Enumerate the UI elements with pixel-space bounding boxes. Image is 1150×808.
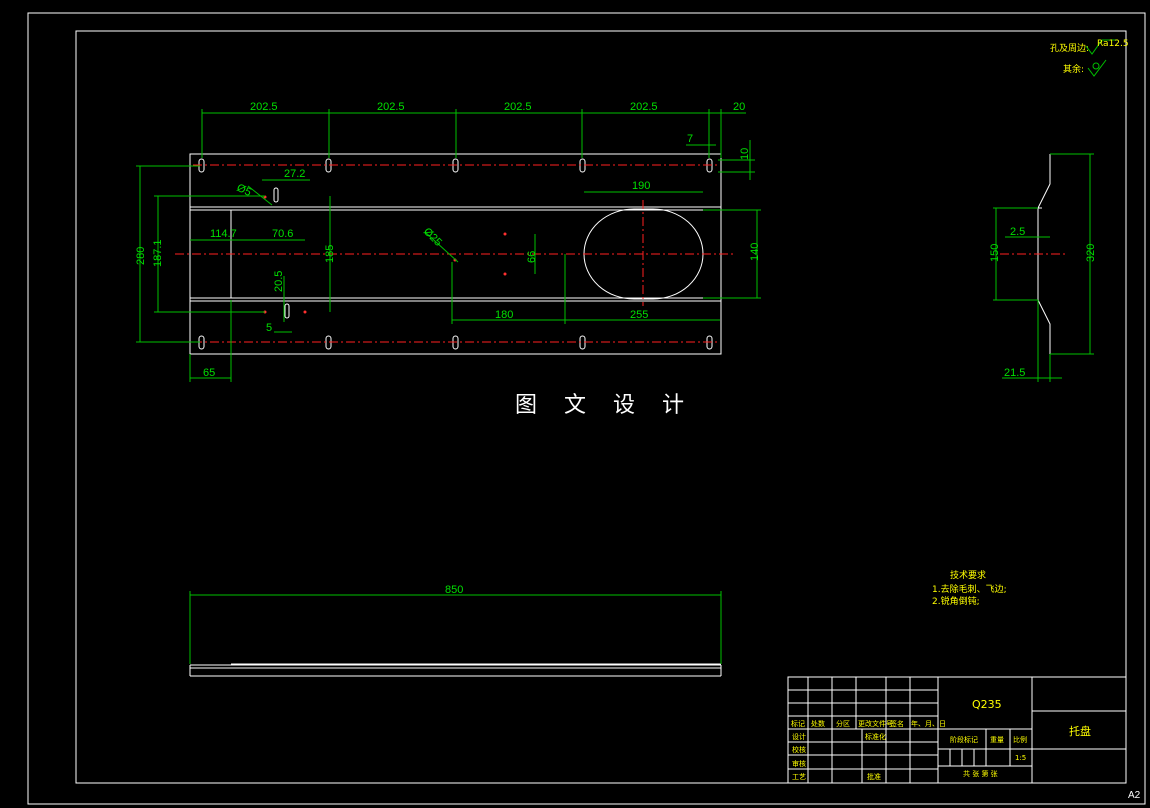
tb-scale: 1:5: [1015, 754, 1026, 762]
tb-sheet-label: 共 张 第 张: [963, 769, 998, 778]
title-block: 标记 处数 分区 更改文件号 签名 年、月、日 设计 校核 审核 工艺 标准化 …: [787, 676, 1127, 784]
sheet-size-label: A2: [1128, 790, 1141, 801]
tb-row-check: 校核: [792, 745, 806, 754]
tb-part-name: 托盘: [1069, 724, 1091, 738]
dim-offset-255: 255: [630, 309, 648, 321]
dim-hole-spacing: 27.2: [284, 168, 305, 180]
dim-overall-width: 280: [135, 247, 147, 265]
dim-big-hole-dia: Ø25: [421, 226, 444, 249]
tb-stage-label: 阶段标记: [950, 735, 978, 744]
tech-item-2: 2.锐角倒钝;: [932, 595, 980, 607]
tech-item-1: 1.去除毛刺、飞边;: [932, 583, 1007, 595]
dim-flange: 21.5: [1004, 367, 1025, 379]
tb-row-review: 审核: [792, 759, 806, 768]
surface-note-1: 孔及周边:: [1050, 43, 1089, 54]
dim-offset-180: 180: [495, 309, 513, 321]
tb-header-count: 处数: [811, 719, 825, 728]
tb-std-label: 标准化: [865, 732, 886, 741]
dim-pitch-2: 202.5: [377, 101, 405, 113]
dim-pitch-1: 202.5: [250, 101, 278, 113]
tb-header-mark: 标记: [791, 719, 805, 728]
dim-slot-5: 5: [266, 322, 272, 334]
dim-left-65: 65: [203, 367, 215, 379]
dim-outer: 320: [1085, 244, 1097, 262]
dim-slot-width: 7: [687, 133, 693, 145]
dim-pitch-3: 202.5: [504, 101, 532, 113]
tb-ratio-label: 比例: [1013, 735, 1027, 744]
front-view: 850: [189, 584, 722, 677]
tb-row-design: 设计: [792, 732, 806, 741]
dim-hole-offset: 70.6: [272, 228, 293, 240]
dim-slot-len: 10: [739, 148, 751, 160]
top-view: 202.5 202.5 202.5 202.5 20 7 10 280 187.…: [135, 101, 761, 382]
dim-slot-20-5: 20.5: [273, 271, 285, 292]
tb-weight-label: 重量: [990, 736, 1004, 744]
roughness-value: Ra12.5: [1097, 39, 1129, 49]
tb-material: Q235: [972, 698, 1002, 711]
surface-note-2: 其余:: [1063, 63, 1084, 75]
dim-length: 850: [445, 584, 463, 596]
dim-pitch-4: 202.5: [630, 101, 658, 113]
top-view-outline: [189, 153, 722, 355]
dim-opening-width: 190: [632, 180, 650, 192]
tb-row-process: 工艺: [792, 773, 806, 781]
dim-inner-width: 187.1: [152, 239, 164, 267]
side-view: 320 150 2.5 21.5: [989, 153, 1097, 382]
dim-small-spacing: 66: [526, 251, 538, 263]
tech-title: 技术要求: [950, 569, 986, 581]
drawing-caption: 图 文 设 计: [515, 393, 694, 418]
tech-requirements: 技术要求 1.去除毛刺、飞边; 2.锐角倒钝;: [932, 569, 1007, 607]
dim-end-offset: 20: [733, 101, 745, 113]
dim-edge-offset: 114.7: [210, 228, 237, 240]
tb-header-sign: 签名: [890, 719, 904, 728]
tb-header-docnum: 更改文件号: [858, 719, 893, 728]
tb-header-date: 年、月、日: [911, 719, 946, 728]
tb-header-zone: 分区: [836, 719, 850, 728]
dim-flange-gap: 185: [324, 245, 336, 263]
dim-inner: 150: [989, 244, 1001, 262]
outer-border: [27, 12, 1146, 805]
dim-thickness: 2.5: [1010, 226, 1025, 238]
dim-opening-height: 140: [749, 243, 761, 261]
surface-finish-notes: 孔及周边: 其余: Ra12.5: [1050, 39, 1129, 77]
inner-border: [75, 30, 1127, 784]
tb-approve-label: 批准: [867, 772, 881, 781]
